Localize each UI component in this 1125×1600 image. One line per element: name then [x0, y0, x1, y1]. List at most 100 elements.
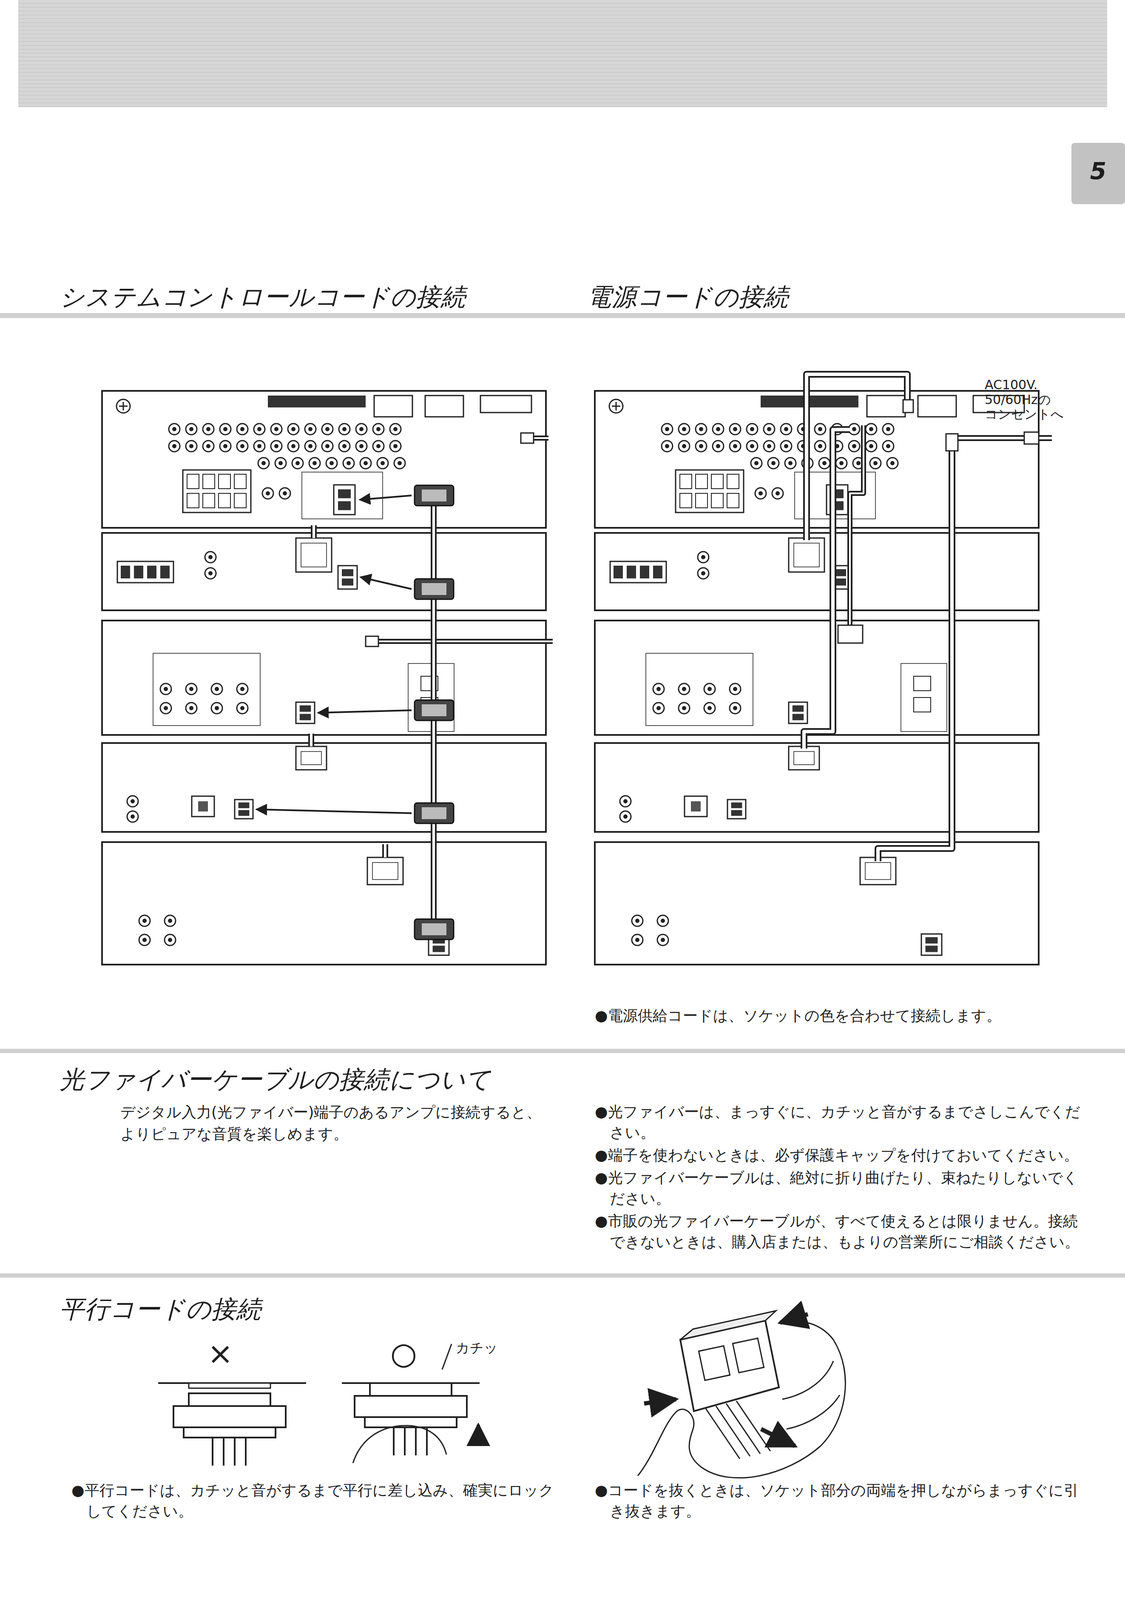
rca-jack [343, 457, 355, 469]
band-texture [18, 29, 1108, 31]
component-rear-panel [102, 841, 546, 965]
rca-jack [321, 440, 333, 452]
rca-jack [236, 423, 248, 435]
panel-socket [188, 1382, 271, 1388]
optical-output [684, 795, 708, 817]
socket-top-face [680, 1310, 776, 1340]
rca-jack-pin [257, 426, 262, 432]
rca-jack-pin [818, 426, 823, 432]
antenna-screw [147, 565, 157, 579]
rca-jack-pin [732, 686, 738, 691]
optical-output [191, 795, 215, 817]
rca-jack [185, 702, 197, 714]
adapter-socket [913, 676, 931, 691]
rca-jack-pin [189, 426, 194, 432]
rca-jack [236, 683, 248, 695]
cord-wire [222, 1437, 225, 1466]
correct-mark: ○ [390, 1335, 418, 1371]
rca-jack-pin [380, 460, 385, 466]
speaker-terminal [234, 474, 247, 489]
antenna-screw [653, 565, 663, 579]
rca-jack [164, 914, 176, 927]
rca-jack-pin [223, 443, 228, 449]
control-socket [788, 701, 808, 724]
socket-top [369, 1382, 452, 1396]
rca-jack-pin [873, 460, 878, 466]
press-arrow [644, 1398, 677, 1404]
rca-jack [653, 702, 665, 714]
socket-pin [299, 713, 311, 721]
rca-jack-pin [342, 426, 347, 432]
rca-jack [780, 440, 792, 452]
cord-fill [383, 843, 387, 858]
note-bullet: ●平行コードは、カチッと音がするまで平行に差し込み、確実にロックしてください。 [71, 1479, 557, 1522]
rca-jack [746, 440, 758, 452]
cord-outline [877, 437, 952, 861]
speaker-terminal [218, 493, 231, 508]
rca-jack [695, 423, 707, 435]
component-rear-panel [594, 532, 1039, 611]
socket-pin [925, 937, 938, 944]
section-heading: システムコントロールコードの接続 [59, 280, 466, 314]
band-texture [18, 98, 1108, 100]
cord-wire [736, 1400, 771, 1451]
rca-jack-pin [890, 460, 895, 466]
band-texture [18, 68, 1108, 69]
adapter-socket [913, 697, 931, 712]
rca-jack [139, 914, 151, 927]
control-plug [414, 699, 454, 721]
antenna-terminal [610, 561, 667, 583]
rca-jack-pin [393, 443, 398, 449]
socket-pin [238, 809, 250, 816]
band-texture [18, 25, 1108, 27]
antenna-screw [160, 565, 170, 579]
plug [365, 636, 379, 647]
rca-jack [712, 440, 724, 452]
socket-bottom [183, 1426, 276, 1438]
power-inlet-inner [793, 751, 815, 765]
speaker-terminal [679, 493, 692, 508]
band-texture [18, 45, 1108, 46]
rca-jack [697, 551, 709, 563]
rca-jack [377, 457, 389, 469]
socket-body [173, 1405, 286, 1427]
control-plug [414, 802, 454, 824]
rca-jack [204, 551, 216, 563]
cord-outline [849, 425, 864, 625]
rca-jack-pin [818, 443, 823, 449]
rca-jack-pin [771, 460, 776, 466]
rca-jack-pin [681, 443, 687, 449]
control-socket [234, 799, 253, 819]
ground-screw [609, 399, 623, 413]
cord-wire [211, 1437, 214, 1466]
rca-jack-pin [214, 705, 219, 711]
rca-jack-pin [206, 443, 211, 449]
rca-jack-pin [295, 460, 300, 466]
antenna-screw [613, 565, 623, 579]
rca-jack-pin [856, 460, 861, 466]
rca-jack [631, 914, 643, 927]
cord-outline [308, 733, 315, 747]
rca-jack [253, 440, 265, 452]
band-texture [18, 75, 1108, 77]
rca-jack [695, 440, 707, 452]
rca-jack [219, 440, 231, 452]
rca-jack-pin [208, 554, 213, 560]
rca-jack-pin [775, 491, 780, 496]
rca-jack-pin [163, 705, 168, 711]
speaker-terminal [202, 474, 215, 489]
rca-jack [772, 487, 784, 499]
cord-fill [374, 640, 553, 643]
rca-jack-pin [852, 426, 857, 432]
band-texture [18, 83, 1108, 85]
power-inlet-inner [301, 542, 327, 567]
cord-fill [806, 374, 908, 540]
cord-outline [803, 429, 850, 749]
rca-jack [678, 440, 690, 452]
socket-pin [834, 568, 847, 577]
socket-pin [341, 568, 354, 577]
rca-jack [372, 423, 384, 435]
antenna-screw [133, 565, 144, 579]
band-texture [18, 94, 1108, 96]
control-socket [295, 701, 315, 724]
